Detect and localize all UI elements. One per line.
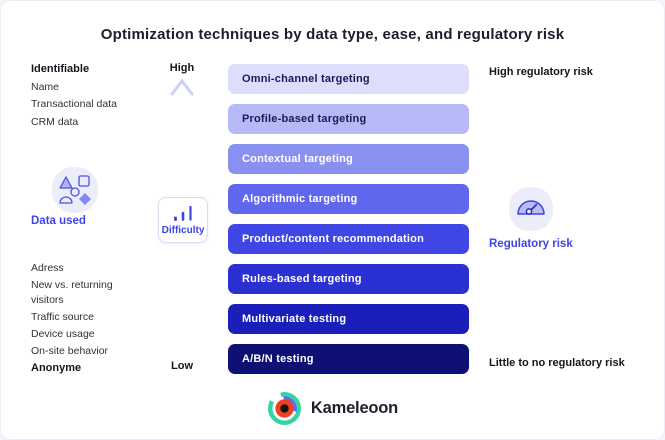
technique-bar-label: Algorithmic targeting bbox=[242, 193, 358, 205]
gauge-icon bbox=[509, 187, 553, 231]
difficulty-chart-icon bbox=[174, 205, 192, 221]
technique-bar-label: Profile-based targeting bbox=[242, 113, 367, 125]
list-item: CRM data bbox=[31, 115, 79, 128]
technique-bar: Multivariate testing bbox=[228, 304, 469, 334]
kameleoon-logo-icon bbox=[267, 391, 301, 426]
technique-bar: Contextual targeting bbox=[228, 144, 469, 174]
technique-bar-label: Rules-based targeting bbox=[242, 273, 362, 285]
technique-bar-label: Contextual targeting bbox=[242, 153, 353, 165]
anonymous-header: Anonyme bbox=[31, 362, 82, 374]
regulatory-low-label: Little to no regulatory risk bbox=[489, 357, 625, 369]
difficulty-low-label: Low bbox=[171, 360, 193, 372]
technique-bar: Profile-based targeting bbox=[228, 104, 469, 134]
technique-bar-label: Product/content recommendation bbox=[242, 233, 425, 245]
list-item: Transactional data bbox=[31, 98, 117, 110]
shapes-icon bbox=[52, 167, 98, 213]
list-item: On-site behavior bbox=[31, 345, 109, 357]
difficulty-badge: Difficulty bbox=[158, 197, 208, 243]
technique-bar-label: Omni-channel targeting bbox=[242, 73, 370, 85]
identifiable-data-list: Identifiable Name Transactional data CRM… bbox=[31, 61, 161, 131]
regulatory-high-label: High regulatory risk bbox=[489, 66, 593, 78]
technique-bar: A/B/N testing bbox=[228, 344, 469, 374]
brand-name: Kameleoon bbox=[310, 399, 399, 417]
technique-bar-label: A/B/N testing bbox=[242, 353, 314, 365]
brand-footer: Kameleoon bbox=[1, 391, 664, 426]
anonymous-data-list: Adress New vs. returning visitors Traffi… bbox=[31, 261, 133, 376]
data-used-label: Data used bbox=[31, 215, 86, 227]
technique-bar: Rules-based targeting bbox=[228, 264, 469, 294]
identifiable-header: Identifiable bbox=[31, 63, 90, 75]
page-title: Optimization techniques by data type, ea… bbox=[100, 26, 565, 43]
technique-bar: Product/content recommendation bbox=[228, 224, 469, 254]
data-used-icon bbox=[52, 167, 98, 213]
list-item: Adress bbox=[31, 262, 64, 274]
regulatory-risk-icon bbox=[509, 187, 553, 231]
technique-bar-label: Multivariate testing bbox=[242, 313, 347, 325]
technique-bar: Algorithmic targeting bbox=[228, 184, 469, 214]
difficulty-high-label: High bbox=[169, 62, 195, 74]
technique-bar: Omni-channel targeting bbox=[228, 64, 469, 94]
difficulty-label: Difficulty bbox=[161, 224, 205, 236]
list-item: Name bbox=[31, 80, 60, 93]
technique-bars: Omni-channel targeting Profile-based tar… bbox=[228, 64, 469, 384]
list-item: Traffic source bbox=[31, 311, 95, 323]
regulatory-risk-label: Regulatory risk bbox=[489, 238, 573, 250]
list-item: Device usage bbox=[31, 328, 95, 340]
list-item: New vs. returning visitors bbox=[31, 279, 113, 306]
